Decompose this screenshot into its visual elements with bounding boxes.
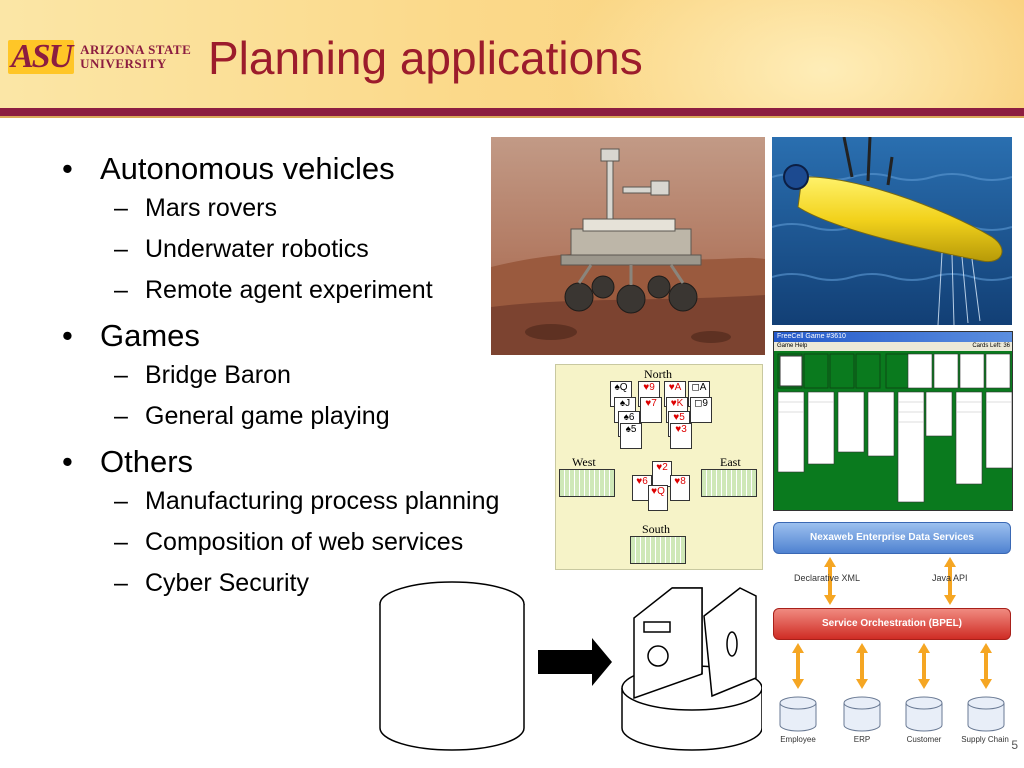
trick-card: ♥Q — [648, 485, 668, 511]
web-services-architecture: Nexaweb Enterprise Data Services Declara… — [772, 519, 1014, 753]
west-hand-cards — [559, 469, 615, 497]
freecell-titlebar: FreeCell Game #3610 — [774, 332, 1012, 342]
manufacturing-drawing — [372, 578, 762, 754]
sub-bullet: Composition of web services — [62, 522, 562, 563]
sub-bullet: Cyber Security — [62, 563, 562, 604]
bullet-games: Games — [62, 317, 562, 355]
sub-bullet: Underwater robotics — [62, 229, 562, 270]
sub-bullet: General game playing — [62, 396, 562, 437]
asu-logo-text: ARIZONA STATE UNIVERSITY — [80, 43, 191, 71]
trick-card: ♥8 — [670, 475, 690, 501]
db-employee-label: Employee — [780, 735, 816, 744]
db-supply-chain-label: Supply Chain — [961, 735, 1009, 744]
page-number: 5 — [1011, 738, 1018, 752]
header-glow — [564, 0, 1024, 108]
freecell-menubar: Game Help Cards Left: 36 — [774, 342, 1012, 351]
label-east: East — [720, 455, 741, 469]
underwater-robot-image — [772, 137, 1012, 325]
asu-logo: ASU ARIZONA STATE UNIVERSITY — [8, 40, 191, 74]
logo-line-2: UNIVERSITY — [80, 56, 167, 71]
db-customer-label: Customer — [906, 735, 942, 744]
sub-bullet: Manufacturing process planning — [62, 481, 562, 522]
java-api-label: Java API — [932, 573, 968, 583]
playing-card: ◻9 — [690, 397, 712, 423]
trick-card: ♥2 — [652, 461, 672, 487]
sub-bullet: Bridge Baron — [62, 355, 562, 396]
playing-card: ♥3 — [670, 423, 692, 449]
header-rule-accent — [0, 116, 1024, 118]
east-hand-cards — [701, 469, 757, 497]
nexaweb-data-services-box: Nexaweb Enterprise Data Services — [773, 522, 1011, 554]
service-orchestration-box: Service Orchestration (BPEL) — [773, 608, 1011, 640]
sub-bullet: Remote agent experiment — [62, 270, 562, 311]
label-south: South — [642, 522, 671, 536]
south-hand-cards — [630, 536, 686, 564]
asu-logo-mark: ASU — [8, 40, 75, 74]
bullet-list: Autonomous vehicles Mars rovers Underwat… — [62, 144, 562, 604]
freecell-cards-left: Cards Left: 36 — [972, 343, 1010, 349]
label-west: West — [572, 455, 596, 469]
mars-rover-image — [491, 137, 765, 355]
header-rule — [0, 108, 1024, 116]
bullet-autonomous-vehicles: Autonomous vehicles — [62, 150, 562, 188]
playing-card: ♥7 — [640, 397, 662, 423]
freecell-window: FreeCell Game #3610 Game Help Cards Left… — [773, 331, 1013, 511]
freecell-title: FreeCell Game #3610 — [777, 333, 846, 340]
sub-bullet: Mars rovers — [62, 188, 562, 229]
bullet-others: Others — [62, 443, 562, 481]
playing-card: ♠5 — [620, 423, 642, 449]
slide-header: ASU ARIZONA STATE UNIVERSITY Planning ap… — [0, 0, 1024, 108]
bridge-baron-table: North West East South ♠Q ♥9 ♥A ◻A ♠J ♥7 … — [555, 364, 763, 570]
db-erp-label: ERP — [853, 735, 871, 744]
freecell-menu: Game Help — [777, 343, 808, 349]
logo-line-1: ARIZONA STATE — [80, 42, 192, 57]
slide-title: Planning applications — [208, 32, 643, 84]
label-north: North — [644, 367, 672, 381]
declarative-xml-label: Declarative XML — [794, 573, 861, 583]
